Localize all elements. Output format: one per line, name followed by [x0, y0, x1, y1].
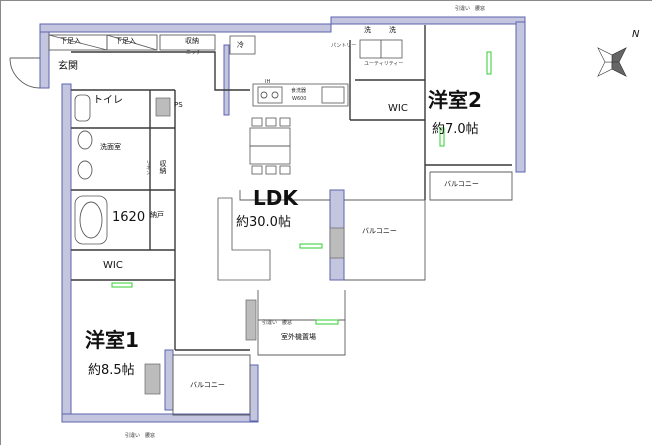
niche-label: ニッチ	[186, 50, 202, 56]
outdoor-unit-label: 室外機置場	[281, 333, 316, 341]
washroom-label: 洗面室	[100, 143, 121, 151]
wic-left-label: WIC	[103, 260, 123, 271]
genkan-label: 玄関	[58, 61, 78, 72]
columns	[144, 97, 345, 395]
pantry-label: パントリー	[331, 43, 357, 49]
toilet-label: トイレ	[93, 95, 123, 106]
kitchen-counter	[229, 35, 349, 107]
window-markers	[111, 51, 492, 325]
linen-label: リネン	[145, 160, 151, 175]
ldk-name: LDK	[253, 186, 298, 210]
bedroom2-name: 洋室2	[428, 88, 482, 112]
window-note-mid: 引違い 腰窓	[262, 320, 293, 326]
dining-table	[249, 117, 291, 175]
shoe-cabinet-right-label: 下足入	[115, 37, 136, 45]
storage-mid-label: 収納	[159, 160, 167, 174]
ih-label: IH	[265, 79, 271, 85]
shoe-cabinet-left-label: 下足入	[60, 37, 81, 45]
bedroom1-name: 洋室1	[85, 328, 139, 352]
nando-label: 納戸	[150, 211, 164, 219]
balcony-bottom-label: バルコニー	[190, 381, 225, 389]
storage-top-label: 収納	[185, 37, 199, 45]
utility-label: ユーティリティー	[364, 61, 404, 67]
dishwasher-size-label: W600	[292, 96, 307, 102]
wash1-label: 洗	[364, 26, 371, 34]
bath-fixtures	[74, 39, 403, 245]
window-note-bottom: 引違い 腰窓	[125, 433, 156, 439]
bedroom2-size: 約7.0帖	[432, 122, 479, 137]
wic-right-label: WIC	[388, 103, 408, 114]
shoe-cabinets	[48, 34, 216, 51]
sofa	[217, 197, 271, 281]
compass-north-label: N	[632, 29, 640, 40]
balcony-mid-label: バルコニー	[362, 227, 397, 235]
ps-label: PS	[174, 101, 183, 109]
ldk-size: 約30.0帖	[236, 215, 291, 230]
entrance-door	[9, 57, 41, 89]
interior-walls	[71, 25, 513, 416]
bath-size-label: 1620	[112, 210, 146, 225]
compass-icon	[597, 47, 627, 77]
window-note-top: 引違い 腰窓	[455, 6, 486, 12]
wash2-label: 洗	[389, 26, 396, 34]
dishwasher-label: 食洗器	[291, 88, 307, 94]
bedroom1-size: 約8.5帖	[88, 363, 135, 378]
balcony-right-label: バルコニー	[444, 180, 479, 188]
fridge-label: 冷	[237, 41, 244, 49]
